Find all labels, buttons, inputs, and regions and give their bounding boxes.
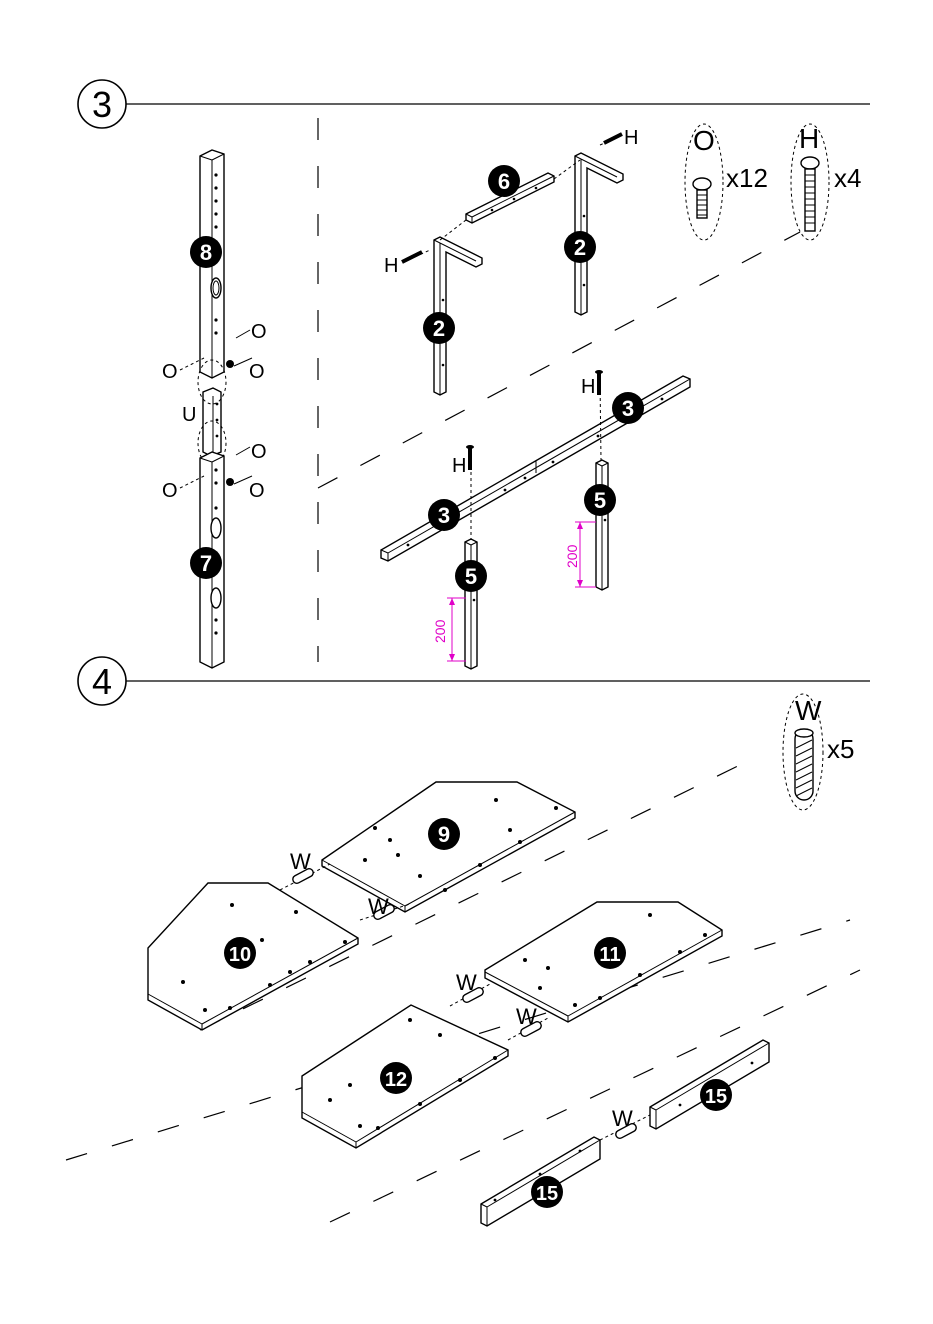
part-badge-5: 5 [455,560,487,592]
label-bolt-o: O [162,361,178,383]
label-bolt-h: H [624,127,638,149]
svg-text:11: 11 [599,944,620,966]
svg-text:7: 7 [200,551,212,576]
step-3-header: 3 [78,80,870,128]
step-3-number: 3 [92,84,112,125]
label-bracket-u: U [182,404,196,426]
svg-text:8: 8 [200,240,212,265]
svg-text:3: 3 [622,396,634,421]
label-bolt-o: O [249,361,265,383]
svg-text:15: 15 [536,1183,558,1205]
part-badge-11: 11 [594,937,626,969]
svg-text:5: 5 [465,564,477,589]
legend-letter-w: W [795,695,822,726]
part-badge-5: 5 [584,484,616,516]
part-badge-3: 3 [612,392,644,424]
short-bolt-icon [693,178,711,218]
label-bolt-h: H [384,255,398,277]
part-badge-3: 3 [428,499,460,531]
svg-text:15: 15 [705,1086,727,1108]
label-dowel-w: W [456,970,477,995]
part-badge-6: 6 [488,165,520,197]
hardware-legend-h: H x4 [791,123,861,240]
label-bolt-o: O [249,480,265,502]
svg-text:12: 12 [385,1069,407,1091]
legend-letter-o: O [693,125,715,156]
label-bolt-o: O [162,480,178,502]
svg-text:9: 9 [438,822,450,847]
svg-text:10: 10 [229,944,251,966]
legend-qty-o: x12 [726,163,768,193]
dimension-200: 200 [432,598,466,661]
label-dowel-w: W [368,894,389,919]
hardware-legend-w: W x5 [783,694,854,810]
svg-text:2: 2 [574,235,586,260]
svg-text:2: 2 [433,316,445,341]
part-badge-7: 7 [190,547,222,579]
label-dowel-w: W [290,849,311,874]
part-badge-15: 15 [700,1079,732,1111]
part-badge-8: 8 [190,236,222,268]
label-bolt-o: O [251,321,267,343]
part-badge-2: 2 [423,312,455,344]
legend-qty-w: x5 [827,734,854,764]
part-badge-2: 2 [564,231,596,263]
svg-text:3: 3 [438,503,450,528]
dimension-200: 200 [564,522,596,587]
lower-beam-assembly [381,370,690,669]
part-badge-12: 12 [380,1062,412,1094]
step-4-number: 4 [92,661,112,702]
hardware-legend-o: O x12 [685,124,768,240]
label-bolt-h: H [581,376,595,398]
label-dowel-w: W [612,1106,633,1131]
legend-letter-h: H [799,123,819,154]
part-badge-9: 9 [428,818,460,850]
wooden-dowel-icon [795,729,813,800]
label-dowel-w: W [516,1004,537,1029]
legend-qty-h: x4 [834,163,861,193]
label-bolt-h: H [452,455,466,477]
svg-text:6: 6 [498,169,510,194]
label-bolt-o: O [251,441,267,463]
svg-text:200: 200 [432,619,448,643]
long-bolt-icon [801,157,819,231]
part-badge-15: 15 [531,1176,563,1208]
part-badge-10: 10 [224,937,256,969]
svg-text:200: 200 [564,544,580,568]
svg-text:5: 5 [594,488,606,513]
